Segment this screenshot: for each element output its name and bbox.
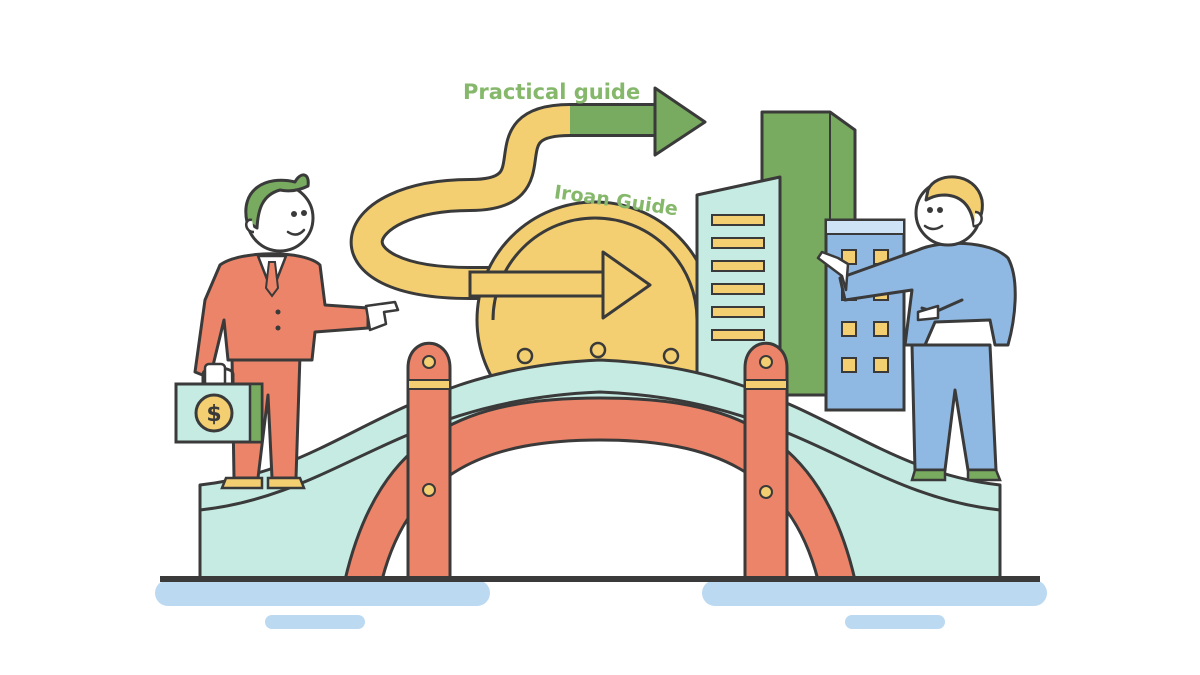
dollar-coin-icon xyxy=(194,393,234,433)
money-briefcase: $ xyxy=(174,362,264,444)
arrow-head-yellow xyxy=(601,250,652,320)
bridge-pillar-left xyxy=(406,341,452,582)
right-legs xyxy=(910,343,998,472)
coin-arrow xyxy=(468,250,652,320)
water-right xyxy=(702,580,1047,606)
dollar-symbol: $ xyxy=(206,402,221,427)
water-left xyxy=(155,580,490,606)
left-pointing-hand xyxy=(364,300,400,332)
water-ripple-right xyxy=(845,615,945,629)
left-tie xyxy=(264,261,280,298)
practical-guide-label: Practical guide xyxy=(463,80,640,104)
water xyxy=(155,580,1047,629)
businessman-right xyxy=(816,175,1017,482)
bridge-pillar-right xyxy=(743,341,789,582)
buildings xyxy=(695,110,906,412)
bridge xyxy=(160,341,1040,582)
left-hair xyxy=(244,173,310,230)
left-jacket xyxy=(193,252,370,380)
bridge-rivets xyxy=(516,341,680,365)
winding-path-arrow xyxy=(349,86,707,300)
right-second-hand xyxy=(916,304,940,322)
mint-tower-windows xyxy=(711,214,765,341)
right-pointing-hand xyxy=(816,250,850,292)
arrow-head-green xyxy=(653,86,707,157)
blue-tower xyxy=(824,218,906,412)
water-ripple-left xyxy=(265,615,365,629)
bridge-base-line xyxy=(160,576,1040,582)
